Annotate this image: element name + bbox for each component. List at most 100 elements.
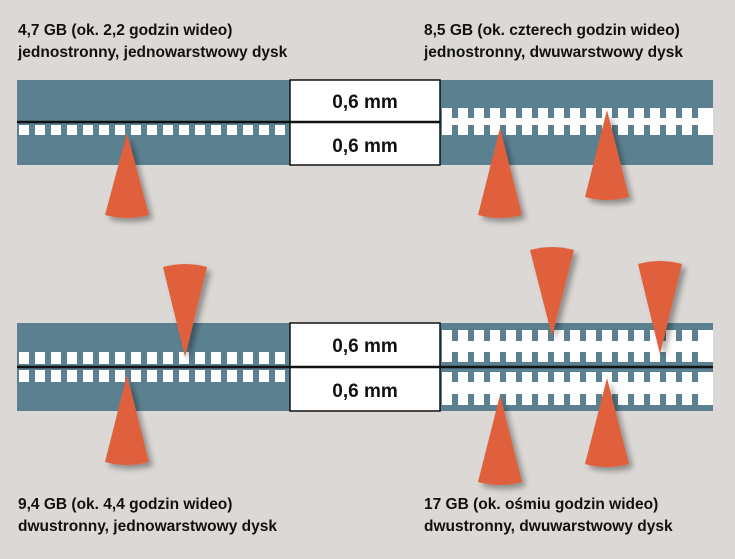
laser-beam-cone	[478, 395, 522, 485]
capacity-text: 8,5 GB (ok. czterech godzin wideo)	[424, 22, 680, 39]
laser-beam-cone	[530, 247, 574, 336]
pit-gap	[676, 394, 682, 405]
pit-gap	[692, 372, 698, 382]
pit-gap	[644, 330, 650, 341]
pit-gap	[628, 394, 634, 405]
pit	[67, 125, 77, 135]
pit	[179, 352, 189, 364]
type-text: dwustronny, dwuwarstwowy dysk	[424, 518, 673, 535]
pit	[19, 125, 29, 135]
pit	[147, 370, 157, 382]
pit-gap	[532, 125, 538, 135]
pit	[147, 352, 157, 364]
pit-gap	[628, 330, 634, 341]
pit-gap	[516, 352, 522, 362]
type-text: jednostronny, jednowarstwowy dysk	[18, 44, 288, 61]
pit-gap	[548, 330, 554, 341]
pit-gap	[484, 108, 490, 118]
pit-gap	[676, 352, 682, 362]
pit-gap	[564, 352, 570, 362]
pit-gap	[580, 394, 586, 405]
pit-gap	[644, 108, 650, 118]
pit	[35, 125, 45, 135]
pit	[19, 370, 29, 382]
pit	[227, 370, 237, 382]
pit-gap	[532, 330, 538, 341]
pit	[275, 370, 285, 382]
pit-gap	[692, 125, 698, 135]
data-layers	[442, 108, 713, 135]
pit	[67, 370, 77, 382]
laser-beam-cone	[163, 264, 207, 357]
pit	[259, 370, 269, 382]
label-double-sided-single-layer: 9,4 GB (ok. 4,4 godzin wideo) dwustronny…	[18, 494, 277, 538]
pit-gap	[500, 394, 506, 405]
pit	[99, 352, 109, 364]
pit	[35, 370, 45, 382]
pit-gap	[468, 330, 474, 341]
pit	[275, 352, 285, 364]
pit	[83, 352, 93, 364]
pit	[51, 370, 61, 382]
laser-beam-cone	[105, 375, 149, 465]
pit	[67, 352, 77, 364]
pit	[83, 125, 93, 135]
laser-beam-cone	[105, 133, 149, 218]
pit-gap	[692, 108, 698, 118]
capacity-text: 9,4 GB (ok. 4,4 godzin wideo)	[18, 496, 233, 513]
pit-gap	[596, 330, 602, 341]
pit-gap	[596, 125, 602, 135]
pit-gap	[468, 108, 474, 118]
pit	[211, 370, 221, 382]
laser-beam-cone	[585, 378, 629, 467]
label-single-sided-single-layer: 4,7 GB (ok. 2,2 godzin wideo) jednostron…	[18, 20, 287, 64]
pit-gap	[628, 108, 634, 118]
pit-gap	[548, 352, 554, 362]
pit-gap	[596, 352, 602, 362]
pit	[83, 370, 93, 382]
pit	[147, 125, 157, 135]
pit	[19, 352, 29, 364]
pit-gap	[548, 108, 554, 118]
pit-gap	[660, 394, 666, 405]
pit	[99, 125, 109, 135]
pit	[259, 352, 269, 364]
laser-beam-cone	[585, 110, 629, 200]
data-layers-lower	[442, 372, 713, 405]
pit-gap	[500, 352, 506, 362]
pit-gap	[484, 125, 490, 135]
pit-gap	[516, 125, 522, 135]
pit-gap	[660, 108, 666, 118]
pit-gap	[596, 372, 602, 382]
pit-gap	[532, 352, 538, 362]
pit-gap	[596, 108, 602, 118]
pit	[227, 125, 237, 135]
pit-gap	[676, 125, 682, 135]
pit	[131, 125, 141, 135]
pit-gap	[580, 330, 586, 341]
pit-gap	[612, 108, 618, 118]
pit-gap	[468, 125, 474, 135]
pit-gap	[516, 330, 522, 341]
pit-gap	[468, 394, 474, 405]
pit-gap	[500, 330, 506, 341]
pit	[211, 352, 221, 364]
pit-gap	[484, 372, 490, 382]
pit	[211, 125, 221, 135]
pit	[163, 125, 173, 135]
pit-gap	[548, 372, 554, 382]
pit	[179, 125, 189, 135]
pit-gap	[484, 330, 490, 341]
pit-gap	[564, 330, 570, 341]
thickness-label: 0,6 mm	[332, 381, 397, 402]
pit-gap	[612, 372, 618, 382]
pit	[51, 125, 61, 135]
pit-gap	[676, 108, 682, 118]
pit-gap	[628, 372, 634, 382]
pit-gap	[468, 372, 474, 382]
pit	[243, 352, 253, 364]
laser-beams	[105, 110, 682, 485]
pit-gap	[660, 125, 666, 135]
label-double-sided-dual-layer: 17 GB (ok. ośmiu godzin wideo) dwustronn…	[424, 494, 673, 538]
